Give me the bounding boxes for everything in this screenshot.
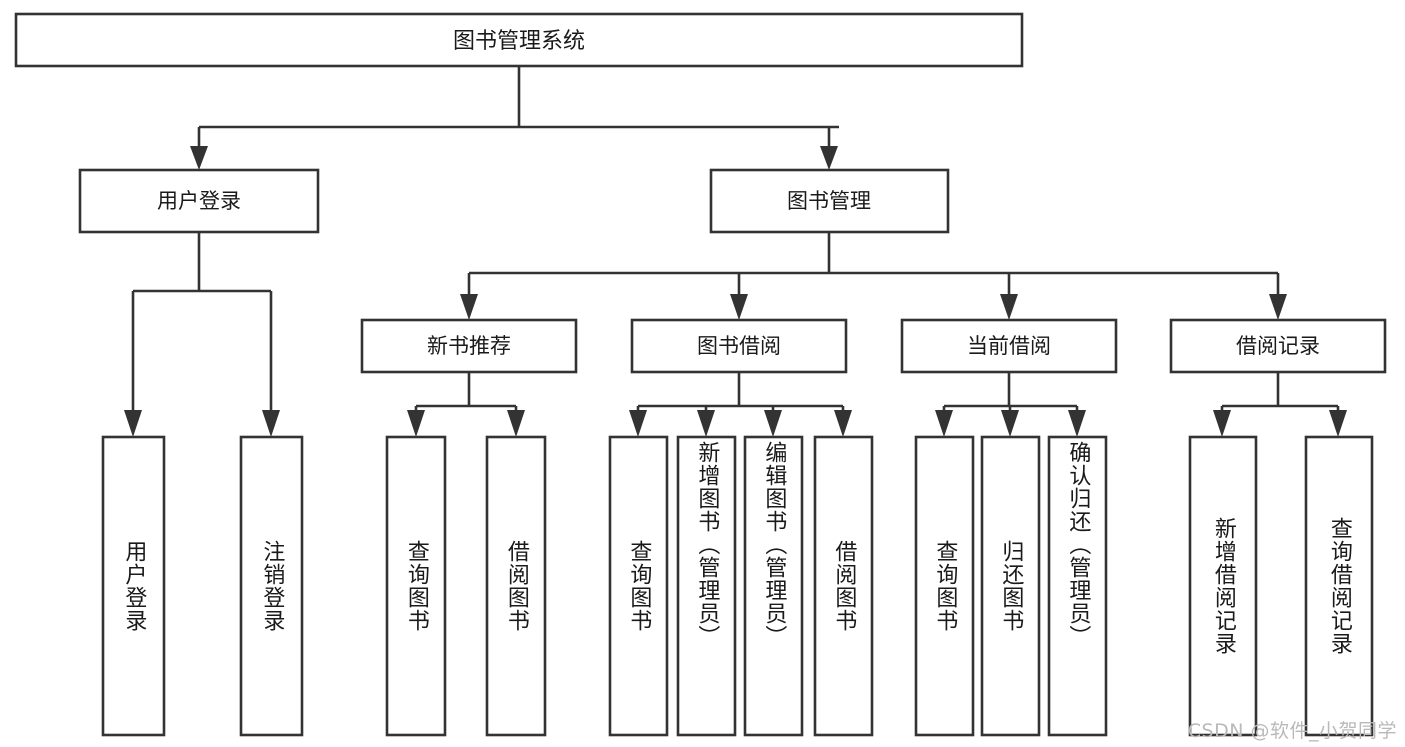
leaf-node-add-book-admin[interactable] xyxy=(676,435,737,737)
node-current-borrow-label: 当前借阅 xyxy=(967,334,1051,358)
connector-book-mgmt-children xyxy=(460,232,1287,320)
node-book-management-label: 图书管理 xyxy=(787,189,871,213)
node-current-borrow[interactable]: 当前借阅 xyxy=(900,318,1118,374)
node-book-borrow-label: 图书借阅 xyxy=(697,334,781,358)
connector-new-book-children xyxy=(407,372,525,437)
leaf-node-add-borrow-record[interactable] xyxy=(1188,435,1258,737)
leaf-node-borrow-book-borrow[interactable] xyxy=(813,435,874,737)
node-new-book-recommend-label: 新书推荐 xyxy=(427,334,511,358)
connector-book-borrow-children xyxy=(629,372,852,437)
leaf-node-confirm-return-admin[interactable] xyxy=(1047,435,1108,737)
node-borrow-record-label: 借阅记录 xyxy=(1236,334,1320,358)
connector-user-login-children xyxy=(124,232,280,437)
node-new-book-recommend[interactable]: 新书推荐 xyxy=(360,318,578,374)
connector-borrow-record-children xyxy=(1213,372,1347,437)
leaf-node-edit-book-admin[interactable] xyxy=(743,435,804,737)
leaf-node-query-book-newbook[interactable] xyxy=(385,435,447,737)
node-user-login-label: 用户登录 xyxy=(157,189,241,213)
node-root[interactable]: 图书管理系统 xyxy=(14,12,1024,68)
node-book-borrow[interactable]: 图书借阅 xyxy=(630,318,848,374)
leaf-node-query-book-current[interactable] xyxy=(914,435,975,737)
node-book-management[interactable]: 图书管理 xyxy=(709,168,950,234)
leaf-node-query-borrow-record[interactable] xyxy=(1304,435,1374,737)
node-user-login[interactable]: 用户登录 xyxy=(78,168,320,234)
leaf-node-query-book-borrow[interactable] xyxy=(608,435,669,737)
connector-root-to-level2 xyxy=(190,66,839,170)
connector-current-borrow-children xyxy=(935,372,1086,437)
leaf-node-return-book[interactable] xyxy=(980,435,1041,737)
node-root-label: 图书管理系统 xyxy=(453,29,585,54)
leaf-node-borrow-book-newbook[interactable] xyxy=(485,435,547,737)
leaf-node-user-login[interactable] xyxy=(101,435,166,737)
watermark-text: CSDN @软件_小贺同学 xyxy=(1187,720,1397,742)
leaf-node-logout[interactable] xyxy=(239,435,304,737)
node-borrow-record[interactable]: 借阅记录 xyxy=(1169,318,1387,374)
